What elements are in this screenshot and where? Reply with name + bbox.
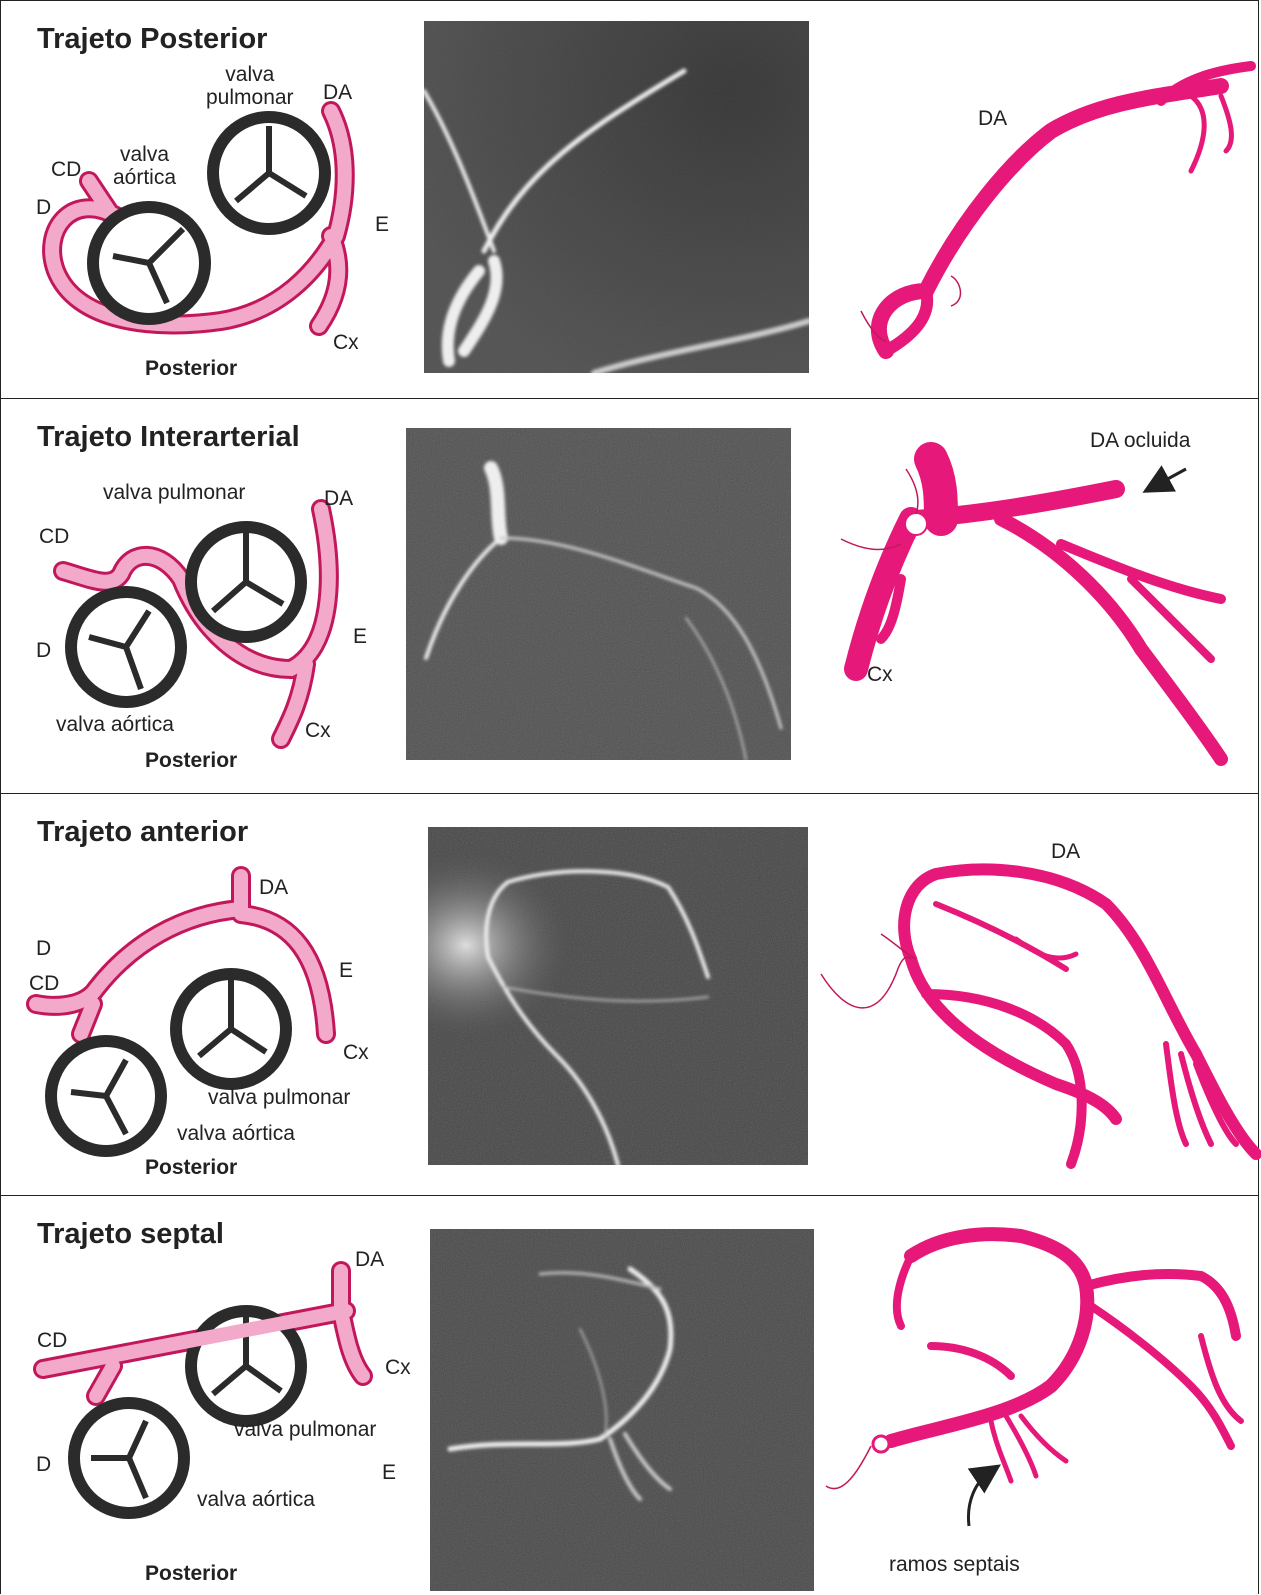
aortic-valve-icon <box>51 1041 161 1151</box>
pulmonary-valve-label: valva pulmonar <box>234 1418 376 1441</box>
label-e: E <box>375 213 389 236</box>
label-cd: CD <box>37 1329 67 1352</box>
tracing-label-septal-branches: ramos septais <box>889 1553 1020 1576</box>
tracing-label-da: DA <box>978 107 1007 130</box>
vessel-tracing <box>821 1216 1261 1556</box>
tracing-label-cx: Cx <box>867 663 893 686</box>
panel-posterior: Trajeto Posterior valva pulmonar valva a… <box>0 0 1259 400</box>
occlusion-arrow <box>1153 469 1186 487</box>
aortic-valve-label: valva aórtica <box>56 713 174 736</box>
angiogram-image <box>428 827 808 1165</box>
label-da: DA <box>355 1248 384 1271</box>
label-da: DA <box>324 487 353 510</box>
aortic-valve-label: valva aórtica <box>113 143 176 189</box>
panel-interarterial: Trajeto Interarterial valva pulmonar val… <box>0 398 1259 795</box>
pulmonary-valve-icon <box>176 974 286 1084</box>
label-cx: Cx <box>305 719 331 742</box>
label-posterior: Posterior <box>145 1156 237 1179</box>
vessel-tracing <box>831 429 1261 789</box>
pulmonary-valve-label: valva pulmonar <box>206 63 294 109</box>
aortic-valve-label: valva aórtica <box>197 1488 315 1511</box>
angiogram-image <box>406 428 791 760</box>
label-e: E <box>382 1461 396 1484</box>
label-cx: Cx <box>385 1356 411 1379</box>
tracing-label-da: DA <box>1051 840 1080 863</box>
label-posterior: Posterior <box>145 357 237 380</box>
vessel-tracing <box>816 844 1261 1194</box>
aortic-valve-icon <box>93 207 205 319</box>
label-da: DA <box>259 876 288 899</box>
septal-branch-arrow <box>968 1471 991 1526</box>
panel-anterior: Trajeto anterior valva pulmonar valva aó… <box>0 793 1259 1197</box>
label-d: D <box>36 1453 51 1476</box>
label-cx: Cx <box>333 331 359 354</box>
ostium-marker <box>905 513 927 535</box>
pulmonary-valve-label: valva pulmonar <box>103 481 245 504</box>
label-cx: Cx <box>343 1041 369 1064</box>
pulmonary-valve-icon <box>213 117 325 229</box>
label-da: DA <box>323 81 352 104</box>
label-cd: CD <box>29 972 59 995</box>
aortic-valve-label: valva aórtica <box>177 1122 295 1145</box>
label-e: E <box>353 625 367 648</box>
aortic-valve-icon <box>74 1403 184 1513</box>
pulmonary-valve-label: valva pulmonar <box>208 1086 350 1109</box>
label-cd: CD <box>39 525 69 548</box>
label-d: D <box>36 937 51 960</box>
vessel-tracing <box>831 41 1261 381</box>
pulmonary-valve-icon <box>191 527 301 637</box>
tracing-label-da-occluded: DA ocluida <box>1090 429 1190 452</box>
angiogram-image <box>430 1229 814 1591</box>
label-posterior: Posterior <box>145 749 237 772</box>
label-d: D <box>36 196 51 219</box>
label-cd: CD <box>51 158 81 181</box>
panel-septal: Trajeto septal valva pulmonar valva aórt… <box>0 1195 1259 1594</box>
schematic-diagram <box>1 399 401 796</box>
label-d: D <box>36 639 51 662</box>
aortic-valve-icon <box>71 592 181 702</box>
label-posterior: Posterior <box>145 1562 237 1585</box>
angiogram-image <box>424 21 809 373</box>
label-e: E <box>339 959 353 982</box>
